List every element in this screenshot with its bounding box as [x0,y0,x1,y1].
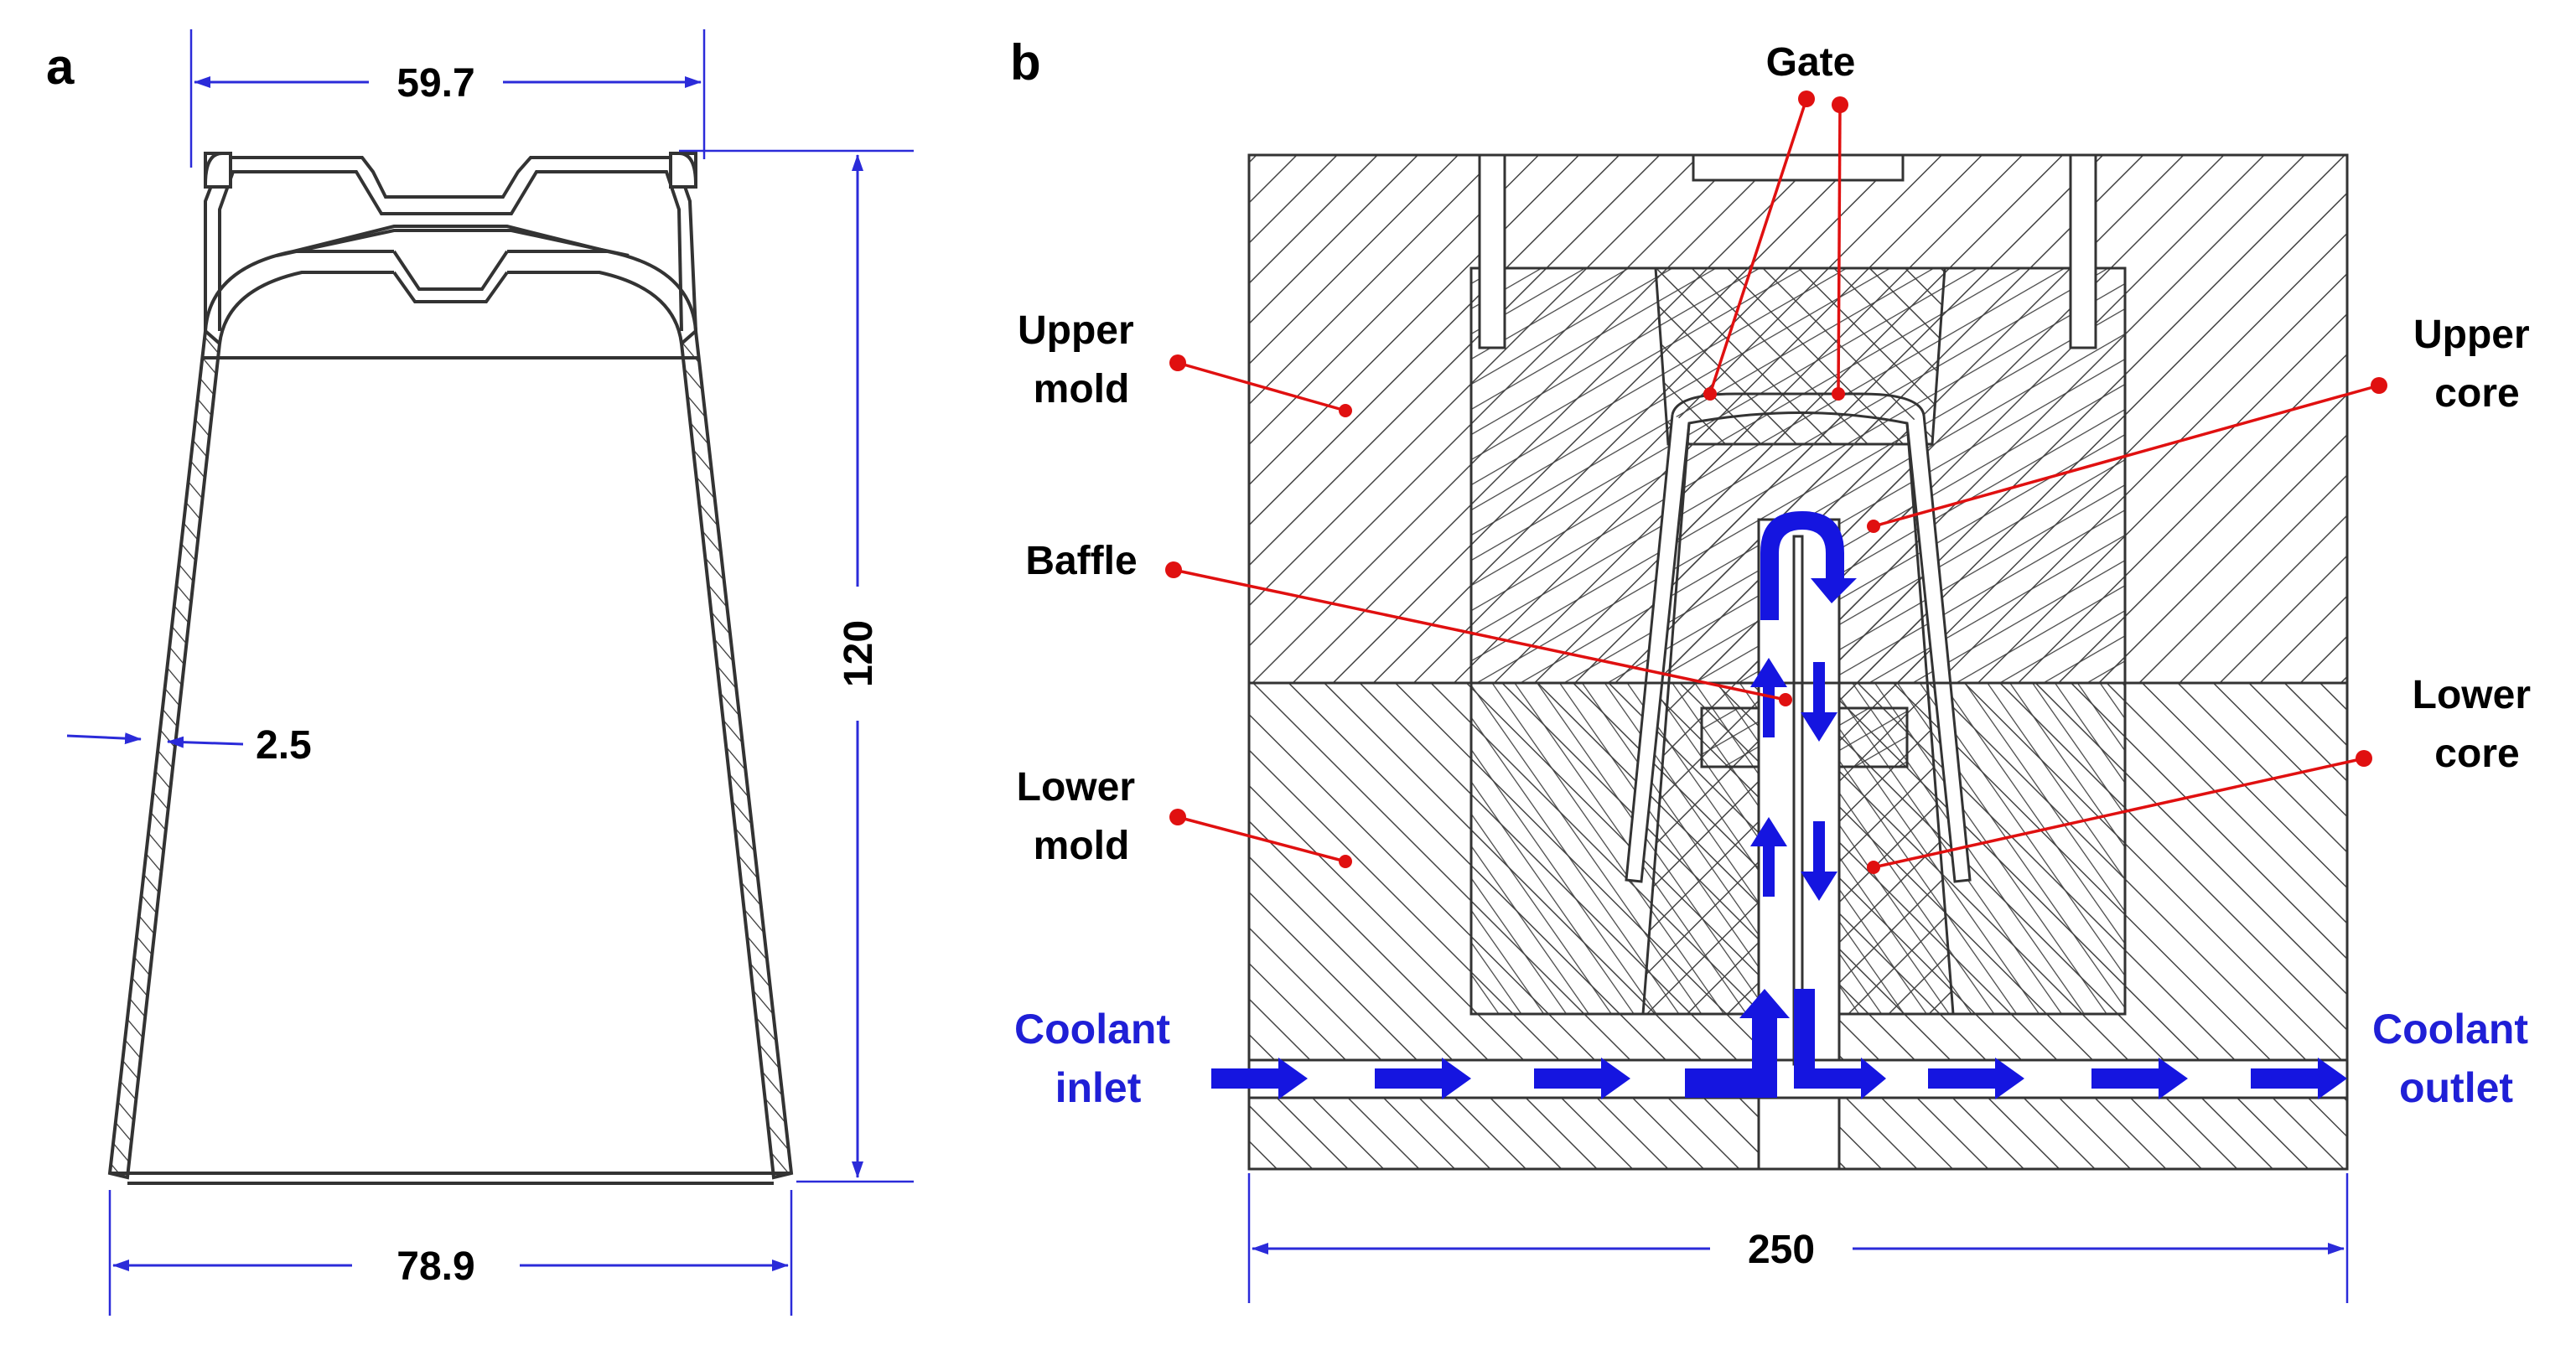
cup-flange-left [204,156,697,332]
panel-b: b [1010,34,2542,1303]
panel-b-letter: b [1010,34,1041,91]
dim-wall-thickness: 2.5 [66,723,312,768]
part-labels: Gate Upper mold Upper core Baffle Lower … [1014,40,2542,1111]
flow-arrow [1375,1058,1471,1099]
label-lower-mold-line1: Lower [1017,765,1135,810]
dim-top-width: 59.7 [189,29,706,168]
cup-drawing [107,152,794,1185]
label-upper-mold: Upper mold [1018,308,1145,411]
label-lower-core-line1: Lower [2413,673,2531,717]
upper-mold-leader [1177,361,1346,412]
gate-leader-2 [1837,104,1842,395]
label-baffle: Baffle [1025,539,1137,583]
flow-arrow [2251,1058,2347,1099]
label-gate: Gate [1766,40,1856,85]
lower-core-leader [1873,757,2365,869]
flow-arrow-down [1801,662,1837,742]
flow-arrow-turn-up [1685,989,1790,1098]
lower-mold-leader [1177,815,1346,863]
upper-core-leader [1873,384,2380,528]
gate-insert [1654,266,1946,446]
flow-arrow-up [1750,817,1787,897]
flow-arrow-down [1801,821,1837,901]
baffle-leader [1173,568,1786,701]
gate-leader-1 [1708,98,1808,395]
label-lower-core-line2: core [2434,732,2519,776]
leader-lines [1165,91,2387,874]
dim-bottom-width: 78.9 [108,1190,793,1316]
cup-left-wall [107,327,222,1180]
flow-arrow-turn-out [1794,989,1886,1099]
dim-height-label: 120 [837,620,881,687]
dim-top-width-label: 59.7 [397,61,474,106]
flow-arrow-u-turn [1760,511,1857,620]
cup-right-wall [679,327,794,1180]
panel-a: a [46,29,914,1316]
dim-mold-width: 250 [1247,1173,2349,1303]
label-coolant-inlet-line2: inlet [1055,1064,1142,1111]
dim-wall-thickness-label: 2.5 [256,723,312,768]
label-upper-core-line2: core [2434,371,2519,416]
label-lower-core: Lower core [2413,673,2542,776]
dim-mold-width-label: 250 [1748,1228,1815,1272]
flow-arrow [1928,1058,2024,1099]
cavity-outline [1625,414,1691,883]
dim-bottom-width-label: 78.9 [397,1244,474,1289]
label-lower-mold: Lower mold [1017,765,1147,868]
label-lower-mold-line2: mold [1034,824,1130,868]
label-coolant-outlet-line1: Coolant [2372,1006,2528,1053]
dim-height: 120 [679,149,914,1183]
baffle-plate [1792,535,1804,1066]
flow-arrow [1211,1058,1308,1099]
label-upper-mold-line1: Upper [1018,308,1134,353]
panel-a-letter: a [46,39,75,95]
label-coolant-inlet: Coolant inlet [1014,1006,1182,1111]
label-coolant-outlet-line2: outlet [2399,1064,2513,1111]
label-coolant-inlet-line1: Coolant [1014,1006,1170,1053]
flow-arrow [1534,1058,1630,1099]
label-coolant-outlet: Coolant outlet [2372,1006,2540,1111]
flow-arrow [2091,1058,2188,1099]
coolant-flow-arrows [1211,511,2347,1099]
label-upper-core: Upper core [2413,313,2541,416]
gate-leader-dot [1798,91,1815,107]
label-upper-mold-line2: mold [1034,367,1130,411]
label-upper-core-line1: Upper [2413,313,2530,357]
